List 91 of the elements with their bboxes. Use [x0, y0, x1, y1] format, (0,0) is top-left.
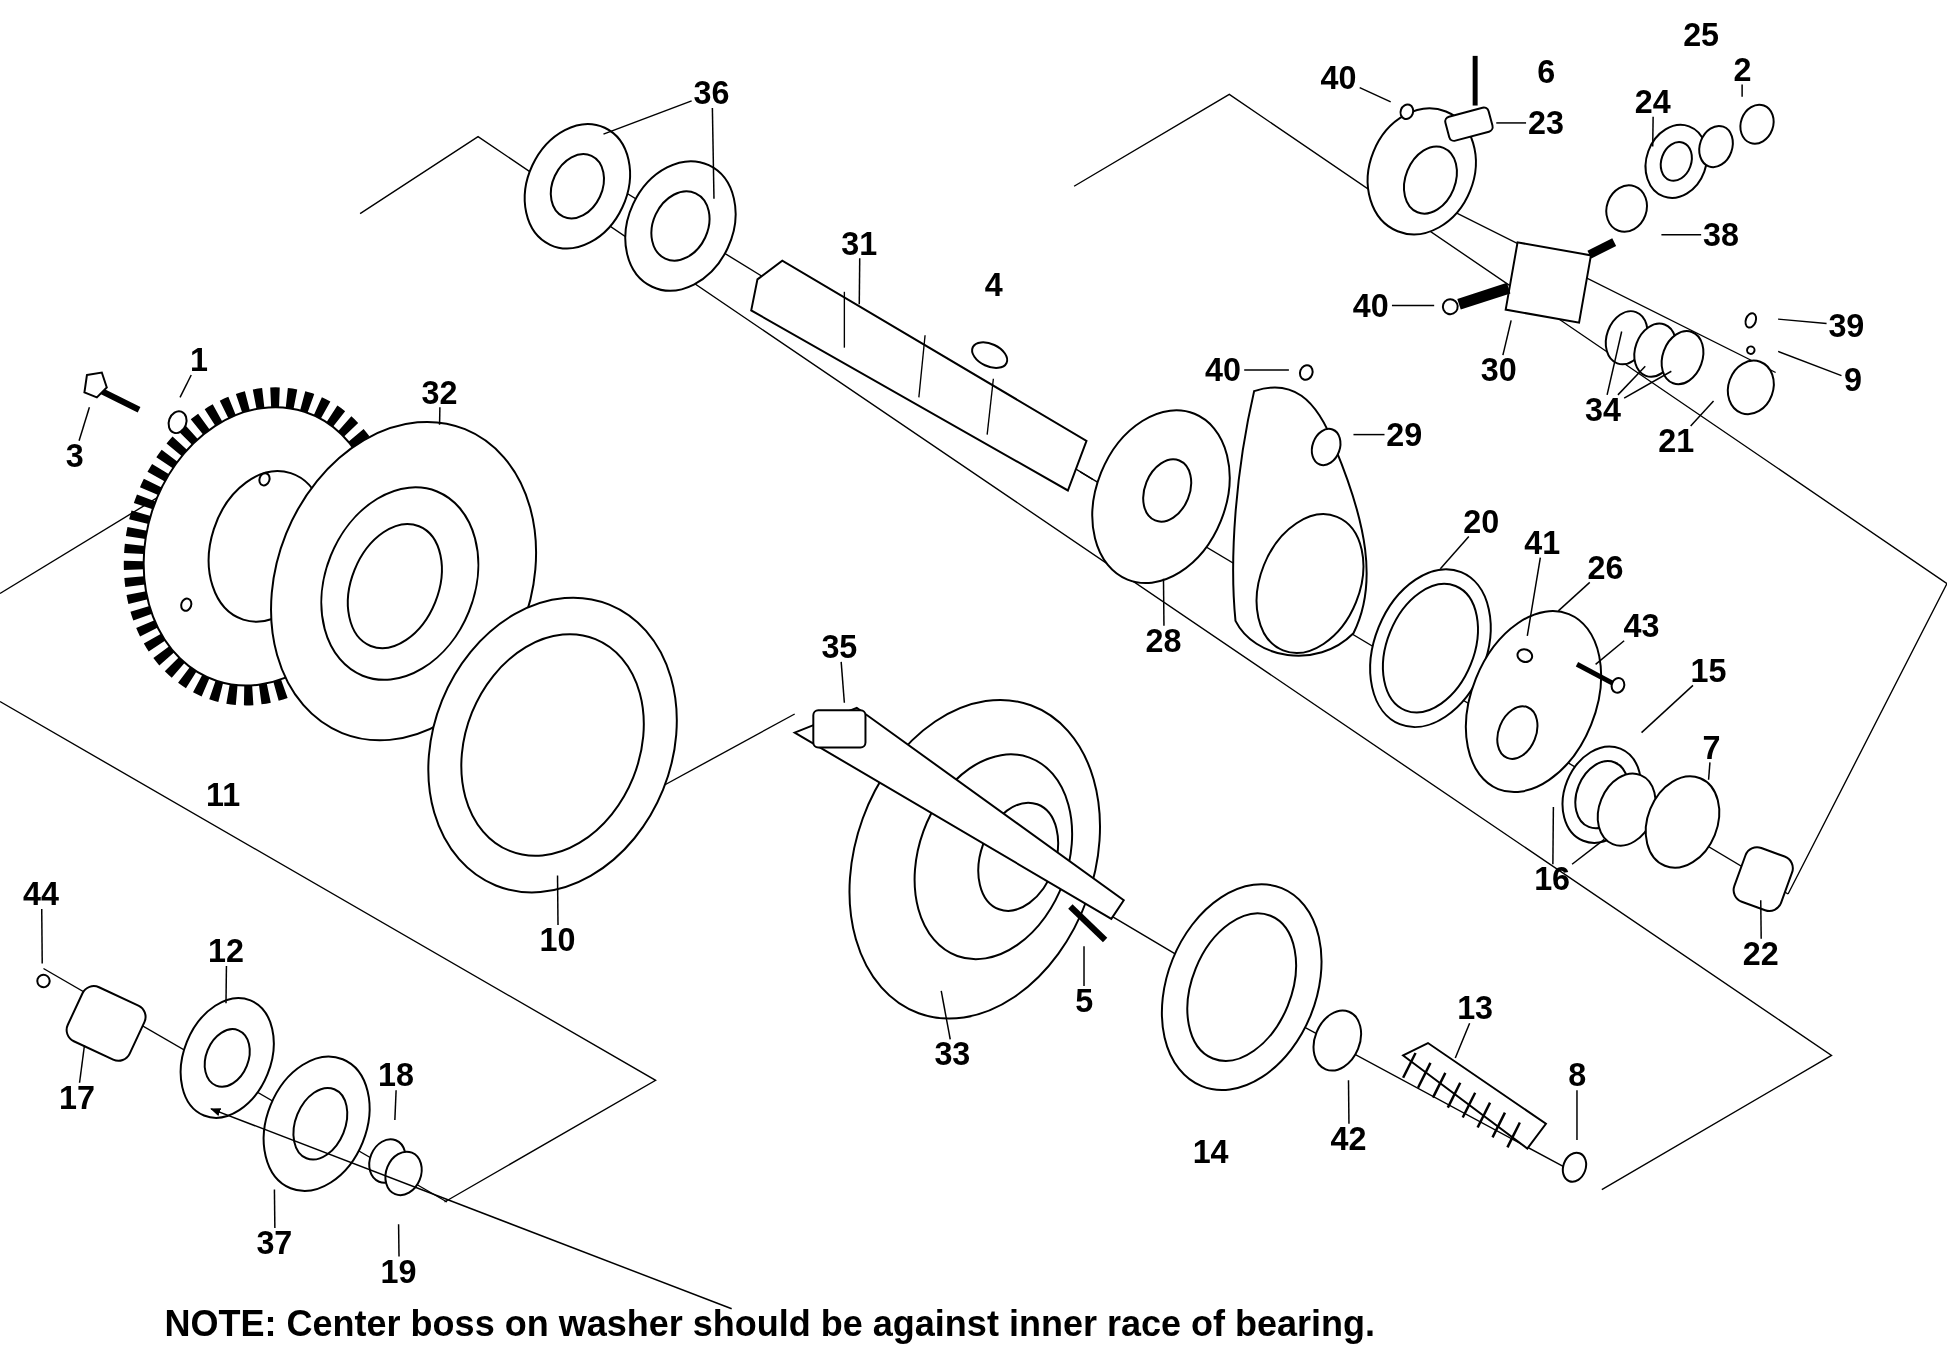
callout-number: 37 — [256, 1225, 293, 1261]
callout-number: 21 — [1658, 423, 1695, 459]
callout-number: 2 — [1733, 52, 1752, 87]
callout-number: 15 — [1690, 653, 1727, 688]
leader-line — [1439, 535, 1470, 570]
callout-number: 40 — [1320, 60, 1357, 96]
leader-line — [1552, 806, 1555, 865]
callout-number: 17 — [59, 1080, 95, 1116]
leader-line — [1623, 370, 1673, 399]
callout-number: 40 — [1205, 352, 1241, 388]
callout-number: 9 — [1843, 362, 1862, 398]
callout-number: 19 — [380, 1254, 417, 1289]
callout-number: 1 — [190, 342, 208, 378]
callout-number: 42 — [1330, 1121, 1367, 1157]
callout-number: 44 — [22, 876, 59, 912]
leader-line — [1495, 122, 1527, 124]
leader-line — [1571, 838, 1606, 865]
callout-number: 6 — [1537, 54, 1556, 90]
note-text: NOTE: Center boss on washer should be against inner race of bearing. — [164, 1306, 1376, 1342]
leader-line — [1651, 115, 1654, 148]
leader-line — [858, 257, 861, 305]
callout-number: 33 — [934, 1036, 971, 1072]
leader-line — [1352, 433, 1386, 436]
leader-line — [78, 1044, 86, 1084]
callout-number: 38 — [1703, 217, 1739, 253]
callout-number: 31 — [841, 226, 878, 261]
callout-number: 23 — [1527, 105, 1564, 141]
leader-line — [1502, 319, 1512, 356]
callout-number: 26 — [1587, 550, 1624, 585]
leader-line — [78, 406, 91, 442]
callout-number: 43 — [1623, 608, 1660, 644]
leader-arrow — [210, 1108, 733, 1310]
callout-number: 13 — [1457, 990, 1494, 1026]
leader-line — [1606, 330, 1623, 396]
leader-line — [1660, 233, 1702, 236]
callout-number: 35 — [821, 629, 858, 665]
leader-line — [1741, 83, 1743, 98]
callout-number: 3 — [65, 438, 84, 474]
leader-line — [1083, 945, 1085, 987]
callout-number: 8 — [1568, 1057, 1587, 1093]
leader-line — [602, 100, 693, 135]
leader-line — [1707, 761, 1711, 781]
leader-line — [840, 661, 846, 704]
callout-number: 36 — [693, 75, 730, 111]
callout-number: 5 — [1075, 983, 1094, 1019]
callout-number: 7 — [1702, 730, 1721, 765]
leader-line — [1617, 365, 1646, 396]
callout-number: 40 — [1352, 288, 1389, 323]
callout-number: 10 — [539, 922, 576, 958]
callout-number: 14 — [1192, 1134, 1229, 1170]
leader-line — [394, 1089, 397, 1121]
leader-line — [1162, 577, 1165, 627]
callout-number: 32 — [421, 375, 458, 410]
leader-line — [273, 1188, 276, 1229]
callout-number: 16 — [1534, 861, 1571, 897]
leader-line — [1243, 369, 1290, 371]
leader-line — [1760, 899, 1762, 940]
callout-number: 20 — [1463, 504, 1500, 539]
callout-number: 24 — [1634, 84, 1671, 120]
callout-number: 28 — [1145, 623, 1182, 659]
callout-number: 25 — [1683, 17, 1720, 53]
leader-line — [1358, 86, 1392, 103]
leader-line — [1454, 1022, 1471, 1059]
leader-line — [41, 908, 43, 965]
leader-line — [940, 990, 951, 1041]
callout-number: 39 — [1828, 307, 1865, 343]
callout-number: 11 — [206, 777, 241, 813]
leader-line — [711, 107, 715, 200]
leader-line — [1777, 350, 1843, 377]
leader-line — [556, 874, 559, 926]
leader-line — [1347, 1079, 1350, 1125]
leader-line — [1777, 318, 1828, 325]
leader-line — [1640, 684, 1694, 734]
leader-line — [1526, 556, 1542, 637]
leader-line — [1391, 304, 1435, 307]
callout-number: 41 — [1524, 525, 1561, 560]
leader-line — [1557, 581, 1591, 612]
callout-number: 34 — [1585, 392, 1621, 428]
leader-line — [1576, 1089, 1578, 1141]
leader-line — [1689, 400, 1715, 427]
leader-line — [1594, 639, 1625, 666]
callout-number: 30 — [1480, 352, 1517, 388]
leader-line — [397, 1223, 400, 1258]
callout-number: 18 — [378, 1057, 414, 1093]
leader-line — [225, 965, 228, 1005]
callout-number: 12 — [208, 933, 244, 969]
callout-number: 29 — [1386, 417, 1423, 452]
leader-line — [179, 374, 192, 399]
callout-number: 22 — [1742, 936, 1779, 971]
leader-line — [438, 406, 441, 426]
callout-number: 4 — [984, 266, 1003, 302]
